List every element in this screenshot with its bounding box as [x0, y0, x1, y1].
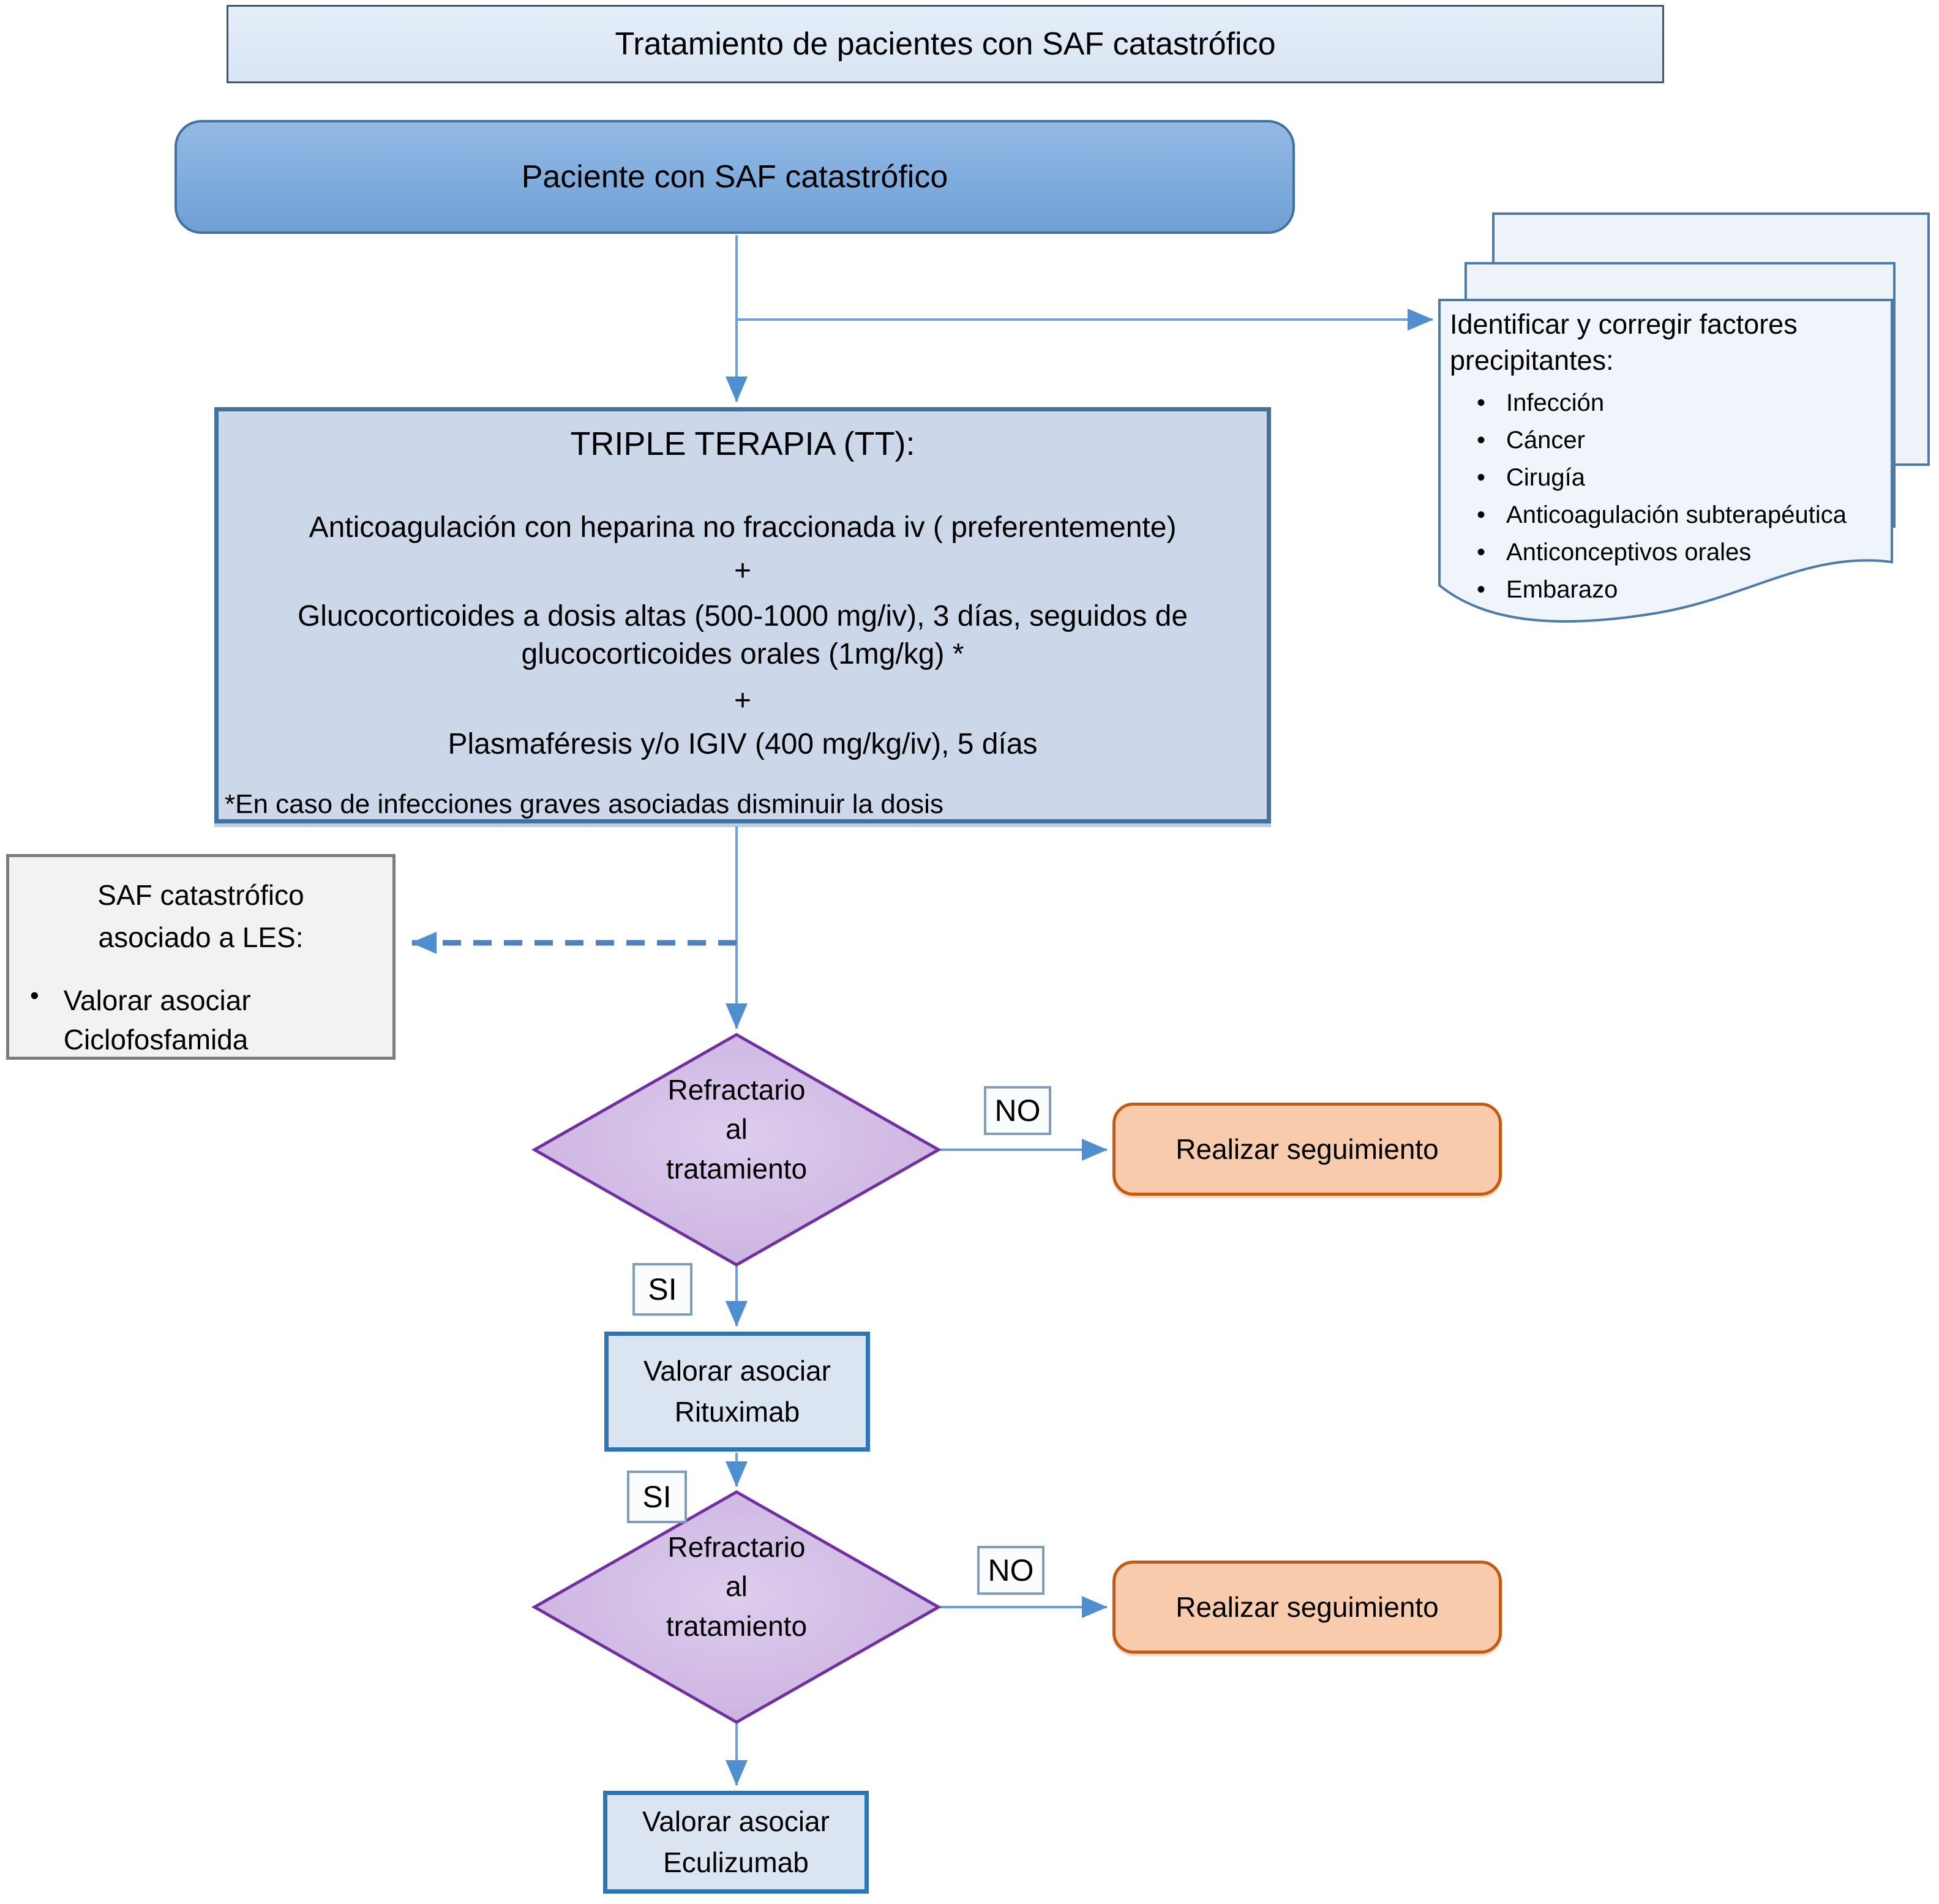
triple-therapy-line1: Anticoagulación con heparina no fraccion…: [309, 511, 1177, 544]
list-item: • Infección: [1477, 389, 1878, 417]
bullet-icon: •: [1477, 575, 1486, 603]
list-item: • Cáncer: [1477, 426, 1878, 454]
decision2-si-tag: SI: [627, 1471, 687, 1523]
plus-separator: +: [733, 555, 752, 587]
followup2-label: Realizar seguimiento: [1176, 1591, 1439, 1623]
triple-therapy-title: TRIPLE TERAPIA (TT):: [570, 425, 915, 462]
bullet-icon: •: [1477, 426, 1486, 454]
plus-separator: +: [733, 684, 752, 717]
rituximab-box: Valorar asociar Rituximab: [604, 1332, 870, 1452]
precipitants-note-page-front: [1438, 299, 1893, 623]
decision1-label: Refractario al tratamiento: [666, 1074, 808, 1185]
decision1-diamond: [531, 1033, 942, 1267]
decision2-label: Refractario al tratamiento: [666, 1531, 808, 1642]
list-item: • Anticonceptivos orales: [1477, 538, 1878, 566]
triple-therapy-line2: Glucocorticoides a dosis altas (500-1000…: [297, 600, 1188, 671]
followup2-box: Realizar seguimiento: [1112, 1561, 1502, 1654]
triple-therapy-line3: Plasmaféresis y/o IGIV (400 mg/kg/iv), 5…: [448, 727, 1038, 760]
eculizumab-box: Valorar asociar Eculizumab: [603, 1791, 869, 1894]
rituximab-label: Valorar asociar Rituximab: [643, 1355, 831, 1428]
no-label: NO: [988, 1553, 1034, 1587]
les-heading: SAF catastrófico asociado a LES:: [97, 879, 304, 953]
decision2-no-tag: NO: [977, 1546, 1045, 1595]
les-bullet-row: • Valorar asociar Ciclofosfamida: [21, 981, 380, 1060]
si-label: SI: [642, 1480, 672, 1514]
no-label: NO: [994, 1093, 1041, 1128]
list-item-label: Embarazo: [1506, 575, 1618, 603]
precipitants-note-content: Identificar y corregir factores precipit…: [1450, 306, 1878, 604]
triple-therapy-box: TRIPLE TERAPIA (TT): Anticoagulación con…: [214, 407, 1271, 823]
decision2-diamond: [531, 1490, 942, 1724]
followup1-label: Realizar seguimiento: [1176, 1133, 1439, 1165]
followup1-box: Realizar seguimiento: [1112, 1103, 1502, 1196]
les-bullet-label: Valorar asociar Ciclofosfamida: [63, 984, 251, 1056]
bullet-icon: •: [30, 981, 39, 1010]
list-item-label: Anticonceptivos orales: [1506, 538, 1752, 566]
list-item: • Cirugía: [1477, 463, 1878, 492]
diagram-title: Tratamiento de pacientes con SAF catastr…: [615, 26, 1276, 62]
list-item-label: Cirugía: [1506, 463, 1585, 491]
patient-start-label: Paciente con SAF catastrófico: [521, 159, 948, 195]
precipitants-heading: Identificar y corregir factores precipit…: [1450, 309, 1798, 377]
eculizumab-label: Valorar asociar Eculizumab: [642, 1805, 830, 1878]
diagram-title-box: Tratamiento de pacientes con SAF catastr…: [227, 5, 1664, 83]
bullet-icon: •: [1477, 501, 1486, 528]
bullet-icon: •: [1477, 538, 1486, 566]
list-item: • Anticoagulación subterapéutica: [1477, 501, 1878, 529]
triple-therapy-footnote: *En caso de infecciones graves asociadas…: [225, 789, 943, 819]
list-item-label: Infección: [1506, 389, 1605, 416]
list-item: • Embarazo: [1477, 575, 1878, 604]
list-item-label: Cáncer: [1506, 426, 1585, 454]
bullet-icon: •: [1477, 463, 1486, 491]
list-item-label: Anticoagulación subterapéutica: [1506, 501, 1847, 528]
les-side-box: SAF catastrófico asociado a LES: • Valor…: [6, 854, 396, 1060]
bullet-icon: •: [1477, 389, 1486, 416]
precipitants-list: • Infección • Cáncer • Cirugía • Anticoa…: [1450, 389, 1878, 604]
decision1-no-tag: NO: [984, 1086, 1051, 1135]
si-label: SI: [648, 1272, 677, 1306]
decision1-si-tag: SI: [632, 1263, 692, 1316]
patient-start-box: Paciente con SAF catastrófico: [174, 120, 1295, 234]
